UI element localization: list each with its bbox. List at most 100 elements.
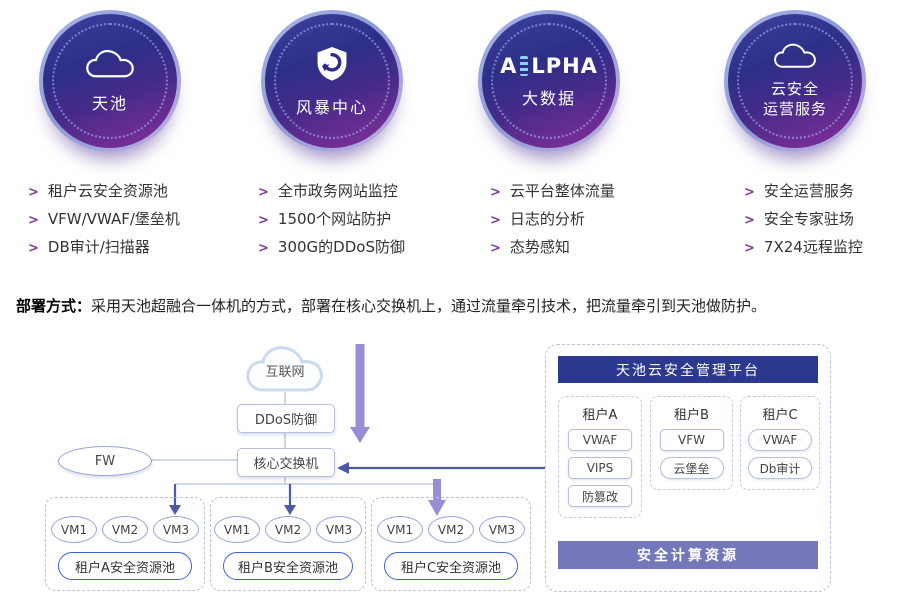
feature-text: 态势感知 xyxy=(509,238,570,256)
deployment-text: 采用天池超融合一体机的方式，部署在核心交换机上，通过流量牵引技术，把流量牵引到天… xyxy=(91,297,767,315)
platform-tenant-c-column: 租户C VWAF Db审计 xyxy=(740,396,820,490)
feature-text: 全市政务网站监控 xyxy=(277,182,398,200)
feature-item: > VFW/VWAF/堡垒机 xyxy=(28,206,202,234)
tenant-name: 租户A xyxy=(582,408,618,423)
vm-node: VM2 xyxy=(428,516,474,543)
tenant-name: 租户B xyxy=(674,408,709,423)
chevron-bullet: > xyxy=(744,213,755,228)
tianchi-badge: 天池 xyxy=(43,14,177,148)
service-pill: VIPS xyxy=(568,457,632,479)
chevron-bullet: > xyxy=(28,185,39,200)
arrowhead-poolB xyxy=(284,505,296,515)
diagram-connectors xyxy=(150,344,545,516)
service-pill: VFW xyxy=(659,429,724,451)
pool-label: 租户B安全资源池 xyxy=(223,552,353,580)
vm-node: VM2 xyxy=(102,516,148,543)
vm-node: VM1 xyxy=(214,516,260,543)
platform-tenant-a-column: 租户A VWAF VIPS 防篡改 xyxy=(558,396,642,518)
feature-text: 安全运营服务 xyxy=(763,182,854,200)
vm-node: VM1 xyxy=(377,516,423,543)
vm-row: VM1 VM2 VM3 xyxy=(211,516,365,543)
feature-item: > 租户云安全资源池 xyxy=(28,178,202,206)
feature-text: 300G的DDoS防御 xyxy=(277,238,405,256)
feature-list-bigdata: > 云平台整体流量 > 日志的分析 > 态势感知 xyxy=(457,178,641,262)
chevron-bullet: > xyxy=(28,241,39,256)
feature-text: 7X24远程监控 xyxy=(763,238,863,256)
chevron-bullet: > xyxy=(258,185,269,200)
deployment-note: 部署方式：采用天池超融合一体机的方式，部署在核心交换机上，通过流量牵引技术，把流… xyxy=(16,295,906,316)
bigdata-badge: A LPHA 大数据 xyxy=(482,14,616,148)
feature-list-storm: > 全市政务网站监控 >1500个网站防护 >300G的DDoS防御 xyxy=(240,178,424,262)
service-pill: VWAF xyxy=(748,429,812,451)
feature-item: >1500个网站防护 xyxy=(258,206,424,234)
feature-text: 租户云安全资源池 xyxy=(47,182,168,200)
chevron-bullet: > xyxy=(744,241,755,256)
compute-resources-bar: 安全计算资源 xyxy=(558,541,818,569)
vm-row: VM1 VM2 VM3 xyxy=(372,516,530,543)
management-platform: 天池云安全管理平台 租户A VWAF VIPS 防篡改 租户B VFW 云堡垒 … xyxy=(545,344,831,592)
ailpha-logo-right: LPHA xyxy=(531,53,598,78)
feature-item: >安全运营服务 xyxy=(744,178,887,206)
service-pill: 云堡垒 xyxy=(659,457,724,479)
chevron-bullet: > xyxy=(490,213,501,228)
platform-title-bar: 天池云安全管理平台 xyxy=(558,356,818,383)
indigo-arrows xyxy=(169,462,545,515)
feature-item: > 云平台整体流量 xyxy=(490,178,641,206)
vm-row: VM1 VM2 VM3 xyxy=(46,516,204,543)
feature-item: > DB审计/扫描器 xyxy=(28,234,202,262)
storm-badge-ring: 风暴中心 xyxy=(261,10,403,152)
traffic-arrows xyxy=(350,344,446,516)
vm-node: VM3 xyxy=(153,516,199,543)
internet-label: 互联网 xyxy=(265,365,305,380)
tenant-a-pool: VM1 VM2 VM3 租户A安全资源池 xyxy=(45,497,205,591)
arrowhead-switch xyxy=(337,462,349,474)
tenant-c-pool: VM1 VM2 VM3 租户C安全资源池 xyxy=(371,497,531,591)
internet-cloud-shape xyxy=(246,346,323,392)
feature-item: > 安全专家驻场 xyxy=(744,206,887,234)
pool-label: 租户A安全资源池 xyxy=(58,552,192,580)
tenant-b-pool: VM1 VM2 VM3 租户B安全资源池 xyxy=(210,497,366,591)
feature-list-cloudops: >安全运营服务 >安全专家驻场 >7X24远程监控 xyxy=(703,178,887,262)
ailpha-logo-left: A xyxy=(500,53,518,78)
chevron-bullet: > xyxy=(258,241,269,256)
cloud-icon xyxy=(773,43,817,73)
tianchi-badge-ring: 天池 xyxy=(39,10,181,152)
ailpha-dna-pillar-icon xyxy=(520,55,529,76)
pool-label: 租户C安全资源池 xyxy=(384,552,518,580)
badge-title: 大数据 xyxy=(521,88,576,108)
feature-list-tianchi: > 租户云安全资源池 > VFW/VWAF/堡垒机 > DB审计/扫描器 xyxy=(18,178,202,262)
vm-node: VM2 xyxy=(265,516,311,543)
chevron-bullet: > xyxy=(490,241,501,256)
arrowhead-poolA xyxy=(169,505,181,515)
feature-item: >7X24远程监控 xyxy=(744,234,887,262)
chevron-bullet: > xyxy=(258,213,269,228)
firewall-node: FW xyxy=(58,446,152,476)
feature-text: 安全专家驻场 xyxy=(763,210,854,228)
cloudops-badge: 云安全 运营服务 xyxy=(728,14,862,148)
badge-title-line1: 云安全 xyxy=(770,80,819,98)
feature-text: VFW/VWAF/堡垒机 xyxy=(47,210,180,228)
badge-column-tianchi: 天池 > 租户云安全资源池 > VFW/VWAF/堡垒机 > DB审计/扫描器 xyxy=(18,0,202,262)
badge-column-storm-center: 风暴中心 > 全市政务网站监控 >1500个网站防护 >300G的DDoS防御 xyxy=(240,0,424,262)
badge-title: 云安全 运营服务 xyxy=(763,80,827,119)
badge-column-bigdata: A LPHA 大数据 > 云平台整体流量 > 日志的分析 > 态势感知 xyxy=(457,0,641,262)
feature-item: > 日志的分析 xyxy=(490,206,641,234)
chevron-bullet: > xyxy=(28,213,39,228)
feature-item: >300G的DDoS防御 xyxy=(258,234,424,262)
vm-node: VM3 xyxy=(316,516,362,543)
feature-text: 日志的分析 xyxy=(509,210,585,228)
cloud-icon xyxy=(85,49,135,83)
feature-text: DB审计/扫描器 xyxy=(47,238,150,256)
traffic-arrowhead-down xyxy=(350,427,370,443)
feature-item: > 态势感知 xyxy=(490,234,641,262)
badge-title-line2: 运营服务 xyxy=(762,99,827,118)
chevron-bullet: > xyxy=(490,185,501,200)
traffic-arrowhead-poolC xyxy=(428,500,446,516)
vm-node: VM3 xyxy=(479,516,525,543)
feature-text: 云平台整体流量 xyxy=(509,182,615,200)
deployment-label: 部署方式： xyxy=(16,297,92,315)
architecture-diagram: 互联网 DDoS防御 核心交换机 FW VM1 VM2 VM3 租户A安全资源池… xyxy=(0,330,912,608)
platform-tenant-b-column: 租户B VFW 云堡垒 xyxy=(650,396,733,490)
connector-lines xyxy=(150,392,437,485)
